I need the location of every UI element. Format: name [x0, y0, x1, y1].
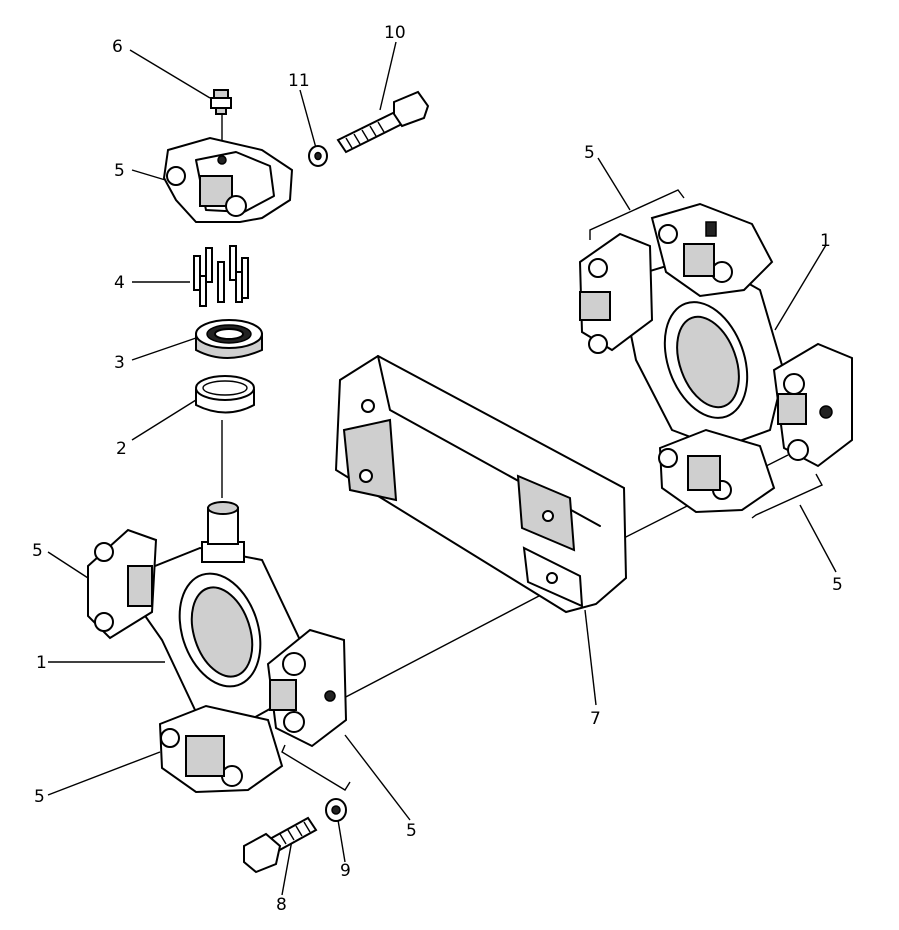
- callout-1-left: 1: [36, 653, 47, 673]
- callout-5-bottom-cap: 5: [34, 787, 45, 807]
- callout-4: 4: [114, 273, 125, 293]
- seal-ring-part-2: [195, 375, 255, 414]
- bearing-cap-part-5-top: [162, 136, 294, 223]
- spider-cross-part-1-left: [87, 501, 348, 794]
- callout-5-upper-right: 5: [584, 143, 595, 163]
- callout-5-right-cap: 5: [406, 821, 417, 841]
- spider-cross-part-1-right: [578, 202, 853, 514]
- callout-10: 10: [384, 23, 406, 43]
- callout-8: 8: [276, 895, 287, 915]
- callout-labels: 6 11 10 5 4 3 2 5 1 5 8 9 5 7 5 1 5: [32, 23, 843, 915]
- callout-7: 7: [590, 709, 601, 729]
- callout-9: 9: [340, 861, 351, 881]
- grease-fitting-part-6: [210, 89, 232, 115]
- bolt-part-8: [243, 816, 318, 874]
- callout-1-right: 1: [820, 231, 831, 251]
- callout-5-lower-right: 5: [832, 575, 843, 595]
- bolt-part-10: [336, 90, 430, 154]
- leader-lines: [47, 41, 837, 896]
- callout-5-top-cap: 5: [114, 161, 125, 181]
- callout-6: 6: [112, 37, 123, 57]
- callout-5-left-cap: 5: [32, 541, 43, 561]
- washer-part-11: [308, 145, 328, 167]
- callout-11: 11: [288, 71, 310, 91]
- shaft-part-7: [334, 354, 628, 614]
- washer-part-9: [325, 798, 347, 822]
- callout-3: 3: [114, 353, 125, 373]
- callout-2: 2: [116, 439, 127, 459]
- needle-rollers-part-4: [193, 245, 249, 307]
- bearing-cup-part-3: [195, 319, 263, 359]
